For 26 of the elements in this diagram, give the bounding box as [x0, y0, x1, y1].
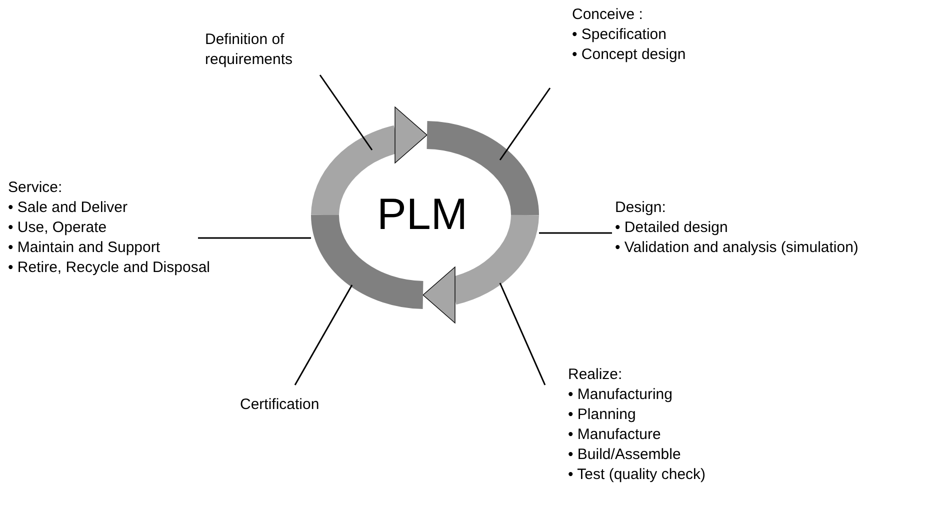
- bullet-item: • Use, Operate: [8, 218, 108, 238]
- bullet-item: • Specification: [572, 25, 668, 45]
- bullet-item: • Sale and Deliver: [8, 198, 128, 218]
- callout-text: Certification: [240, 395, 320, 415]
- leader-line: [499, 282, 546, 386]
- leader-line: [499, 88, 551, 160]
- heading-text: Design:: [615, 198, 667, 218]
- heading-text: Realize:: [568, 365, 624, 385]
- bullet-item: • Concept design: [572, 45, 686, 65]
- leader-line: [294, 284, 353, 386]
- leader-line: [539, 232, 612, 234]
- leader-line: [319, 74, 373, 150]
- bullet-item: • Test (quality check): [568, 465, 706, 485]
- callout-text: Definition of requirements: [205, 30, 330, 70]
- bullet-item: • Validation and analysis (simulation): [615, 238, 858, 258]
- center-label: PLM: [377, 190, 468, 240]
- bullet-item: • Manufacture: [568, 425, 662, 445]
- bullet-item: • Build/Assemble: [568, 445, 682, 465]
- bullet-item: • Maintain and Support: [8, 238, 162, 258]
- heading-text: Conceive :: [572, 5, 644, 25]
- bullet-item: • Detailed design: [615, 218, 729, 238]
- bullet-item: • Planning: [568, 405, 637, 425]
- heading-text: Service:: [8, 178, 64, 198]
- leader-line: [198, 237, 311, 239]
- bullet-item: • Retire, Recycle and Disposal: [8, 258, 210, 278]
- bullet-item: • Manufacturing: [568, 385, 674, 405]
